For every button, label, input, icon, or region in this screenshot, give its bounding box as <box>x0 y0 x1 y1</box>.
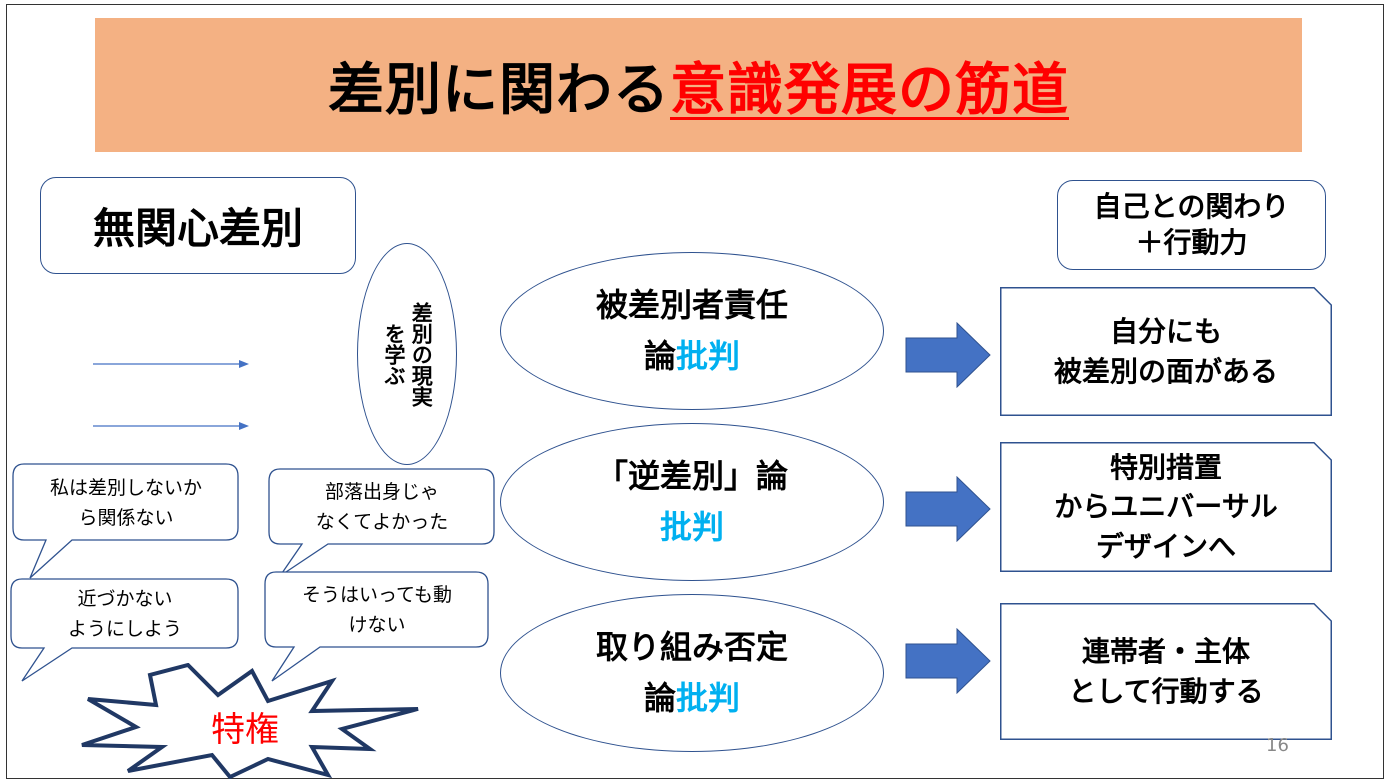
doc-line2: として行動する <box>1068 674 1264 708</box>
page-number: 16 <box>1266 735 1289 756</box>
speech-bubble-shape <box>268 468 495 577</box>
page-title: 差別に関わる意識発展の筋道 <box>328 45 1069 126</box>
oval-line2: 論批判 <box>644 331 740 382</box>
oval-line2: 批判 <box>660 502 724 553</box>
denial-of-efforts-critique-oval: 取り組み否定 論批判 <box>500 594 884 752</box>
victim-blame-critique-oval: 被差別者責任 論批判 <box>500 252 884 410</box>
block-arrow-right-icon <box>905 476 991 542</box>
bubble-line2: けない <box>348 614 406 636</box>
speech-bubble-shape <box>264 571 489 682</box>
bubble-line2: ようにしよう <box>67 618 182 640</box>
title-red-part: 意識発展の筋道 <box>670 57 1069 123</box>
bubble-line1: 部落出身じゃ <box>324 480 439 503</box>
result-box-solidarity: 連帯者・主体 として行動する <box>1000 603 1332 740</box>
bubble-line1: そうはいっても動 <box>301 583 453 606</box>
doc-line2: からユニバーサル <box>1054 490 1278 524</box>
oval-line2-blue: 批判 <box>676 679 741 717</box>
oval-line2-blue: 批判 <box>659 508 724 546</box>
learn-reality-col2: を学ぶ <box>382 322 406 386</box>
oval-line2-black: 論 <box>643 679 676 717</box>
block-arrow-right-icon <box>905 322 991 388</box>
doc-line3: デザインへ <box>1095 529 1236 563</box>
slide-frame <box>6 4 1384 779</box>
reverse-discrimination-critique-oval: 「逆差別」論 批判 <box>500 423 884 581</box>
oval-line1: 被差別者責任 <box>595 285 788 324</box>
bubble-line2: ら関係ない <box>78 507 174 529</box>
block-arrow-right-icon <box>905 628 991 694</box>
indifferent-discrimination-box: 無関心差別 <box>40 177 356 274</box>
thin-arrow-right-icon <box>93 360 249 368</box>
learn-reality-text: 差別の現実を学ぶ <box>380 302 435 407</box>
oval-line2-blue: 批判 <box>676 337 741 375</box>
oval-line2-black: 論 <box>643 337 676 375</box>
learn-reality-oval: 差別の現実を学ぶ <box>357 243 457 465</box>
doc-line2: 被差別の面がある <box>1053 354 1278 388</box>
bubble-line1: 私は差別しないか <box>49 476 202 499</box>
folded-corner-shape <box>1000 287 1332 416</box>
speech-bubble-stay-away: 近づかない ようにしよう <box>10 578 240 684</box>
title-black-part: 差別に関わる <box>328 57 670 123</box>
learn-reality-col1: 差別の現実 <box>409 301 434 407</box>
oval-line1: 「逆差別」論 <box>595 456 788 495</box>
bubble-line1: 近づかない <box>77 587 173 610</box>
self-involvement-line2: ＋行動力 <box>1135 226 1248 259</box>
doc-line1: 連帯者・主体 <box>1081 635 1250 669</box>
self-involvement-box: 自己との関わり ＋行動力 <box>1057 180 1326 270</box>
speech-bubble-not-related: 私は差別しないか ら関係ない <box>12 463 240 583</box>
speech-bubble-cannot-act: そうはいっても動 けない <box>264 571 490 683</box>
doc-line1: 特別措置 <box>1109 451 1222 485</box>
title-banner: 差別に関わる意識発展の筋道 <box>95 18 1302 152</box>
result-box-universal-design: 特別措置 からユニバーサル デザインへ <box>1000 442 1332 572</box>
privilege-label: 特権 <box>211 710 279 750</box>
folded-corner-shape <box>1000 603 1332 740</box>
oval-line1: 取り組み否定 <box>595 627 788 666</box>
doc-line1: 自分にも <box>1109 315 1222 349</box>
bubble-line2: なくてよかった <box>315 511 449 533</box>
speech-bubble-glad-not-buraku: 部落出身じゃ なくてよかった <box>268 468 496 580</box>
speech-bubble-shape <box>10 578 239 682</box>
folded-corner-shape <box>1000 442 1332 572</box>
thin-arrow-right-icon <box>93 422 249 430</box>
explosion-star-icon <box>81 663 419 779</box>
self-involvement-line1: 自己との関わり <box>1093 189 1290 223</box>
result-box-self-victim: 自分にも 被差別の面がある <box>1000 287 1332 416</box>
oval-line2: 論批判 <box>644 673 740 724</box>
speech-bubble-shape <box>12 463 239 579</box>
